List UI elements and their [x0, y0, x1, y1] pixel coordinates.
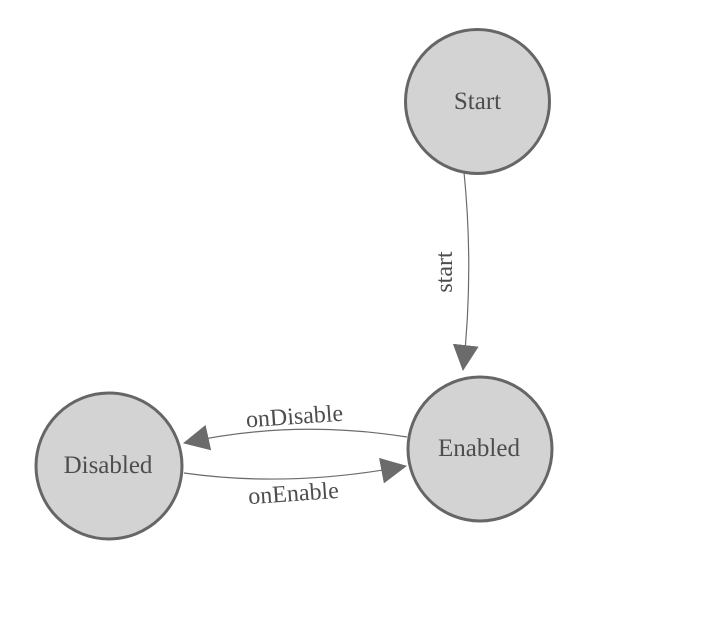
- transition-ondisable-connector: [183, 424, 408, 451]
- transition-start-label: start: [432, 251, 458, 293]
- transition-ondisable-edge: onDisable: [183, 401, 408, 451]
- state-label-enabled: Enabled: [438, 435, 520, 462]
- state-circle-disabled[interactable]: [34, 391, 184, 541]
- state-label-start: Start: [454, 88, 501, 115]
- transition-start-connector: [452, 171, 479, 371]
- state-node-enabled[interactable]: Enabled: [406, 375, 554, 523]
- transition-start-edge: start: [432, 171, 479, 371]
- state-label-disabled: Disabled: [64, 452, 153, 479]
- transition-ondisable-label: onDisable: [245, 401, 344, 434]
- state-circle-start[interactable]: [404, 28, 551, 175]
- transition-onenable-label: onEnable: [247, 478, 339, 510]
- transition-onenable-edge: onEnable: [183, 457, 407, 510]
- state-node-disabled[interactable]: Disabled: [34, 391, 184, 541]
- transition-onenable-connector: [183, 457, 407, 484]
- state-circle-enabled[interactable]: [406, 375, 554, 523]
- state-node-start[interactable]: Start: [404, 28, 551, 175]
